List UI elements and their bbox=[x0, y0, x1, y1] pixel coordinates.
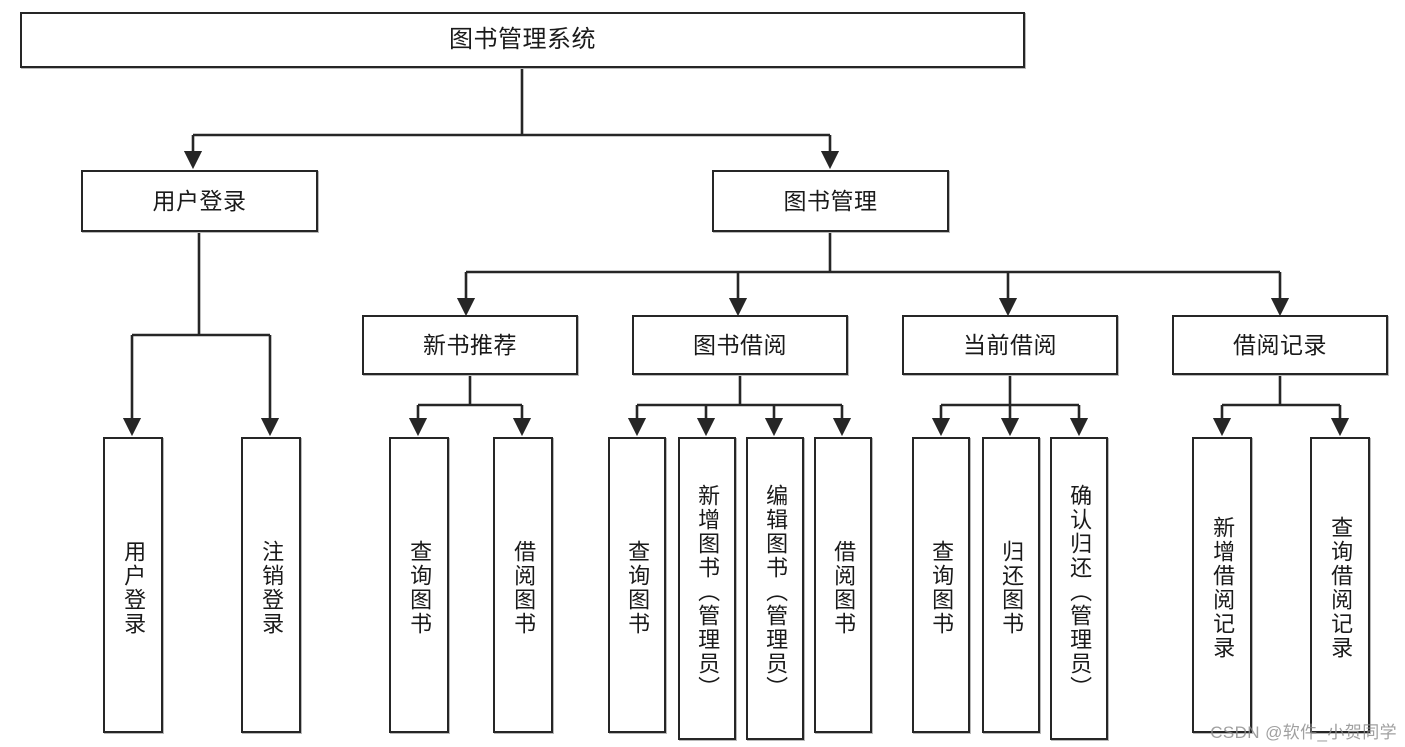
node-label: 新增借阅记录 bbox=[1210, 516, 1236, 660]
node-label: 查询图书 bbox=[929, 540, 955, 636]
node-label: 注销登录 bbox=[259, 540, 285, 636]
leaf-edit-book-admin[interactable]: 编辑图书（管理员） bbox=[746, 437, 804, 740]
node-label: 用户登录 bbox=[121, 540, 147, 636]
leaf-confirm-return-admin[interactable]: 确认归还（管理员） bbox=[1050, 437, 1108, 740]
node-book-borrow[interactable]: 图书借阅 bbox=[632, 315, 848, 375]
node-label: 借阅图书 bbox=[511, 540, 537, 636]
leaf-user-login[interactable]: 用户登录 bbox=[103, 437, 163, 733]
node-label: 新书推荐 bbox=[423, 331, 517, 358]
node-label: 借阅图书 bbox=[831, 540, 857, 636]
leaf-logout[interactable]: 注销登录 bbox=[241, 437, 301, 733]
node-label: 当前借阅 bbox=[963, 331, 1057, 358]
node-label: 查询借阅记录 bbox=[1328, 516, 1354, 660]
leaf-add-book-admin[interactable]: 新增图书（管理员） bbox=[678, 437, 736, 740]
node-label: 用户登录 bbox=[152, 187, 247, 214]
node-label: 归还图书 bbox=[999, 540, 1025, 636]
node-label: 图书借阅 bbox=[693, 331, 787, 358]
node-user-login[interactable]: 用户登录 bbox=[81, 170, 318, 232]
node-borrow-record[interactable]: 借阅记录 bbox=[1172, 315, 1388, 375]
node-label: 图书管理 bbox=[783, 187, 878, 214]
node-label: 查询图书 bbox=[407, 540, 433, 636]
node-book-management[interactable]: 图书管理 bbox=[712, 170, 949, 232]
node-label: 借阅记录 bbox=[1233, 331, 1327, 358]
node-new-book-recommend[interactable]: 新书推荐 bbox=[362, 315, 578, 375]
node-label: 图书管理系统 bbox=[449, 26, 596, 54]
leaf-query-borrow-record[interactable]: 查询借阅记录 bbox=[1310, 437, 1370, 733]
node-label: 确认归还（管理员） bbox=[1067, 483, 1093, 700]
leaf-add-borrow-record[interactable]: 新增借阅记录 bbox=[1192, 437, 1252, 733]
node-root-system[interactable]: 图书管理系统 bbox=[20, 12, 1025, 68]
leaf-borrow-book[interactable]: 借阅图书 bbox=[814, 437, 872, 733]
node-label: 编辑图书（管理员） bbox=[763, 483, 789, 700]
leaf-query-books-current[interactable]: 查询图书 bbox=[912, 437, 970, 733]
node-current-borrow[interactable]: 当前借阅 bbox=[902, 315, 1118, 375]
leaf-return-book[interactable]: 归还图书 bbox=[982, 437, 1040, 733]
leaf-query-books-new[interactable]: 查询图书 bbox=[389, 437, 449, 733]
node-label: 查询图书 bbox=[625, 540, 651, 636]
leaf-borrow-books-new[interactable]: 借阅图书 bbox=[493, 437, 553, 733]
leaf-query-books-borrow[interactable]: 查询图书 bbox=[608, 437, 666, 733]
node-label: 新增图书（管理员） bbox=[695, 483, 721, 700]
